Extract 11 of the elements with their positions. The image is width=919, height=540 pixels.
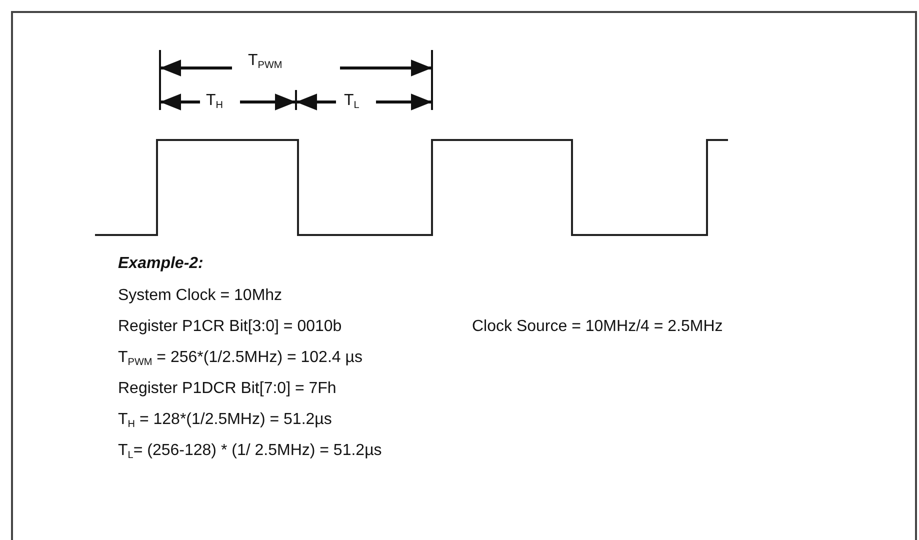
formula-text: Register P1CR Bit[3:0] = 0010b (118, 317, 342, 337)
formula-text: T$_{PWM}$ = 256*(1/2.5MHz) = 102.4 µs (118, 348, 362, 368)
dimension-label: T$_{L}$ (344, 91, 360, 111)
dimension-label: T$_{PWM}$ (248, 51, 282, 71)
formula-text: T$_{L}$= (256-128) * (1/ 2.5MHz) = 51.2µs (118, 441, 382, 461)
formula-text: T$_{H}$ = 128*(1/2.5MHz) = 51.2µs (118, 410, 332, 430)
dimension-label: T$_{H}$ (206, 91, 224, 111)
formula-text: Register P1DCR Bit[7:0] = 7Fh (118, 379, 336, 399)
example-heading: Example-2: (118, 254, 204, 274)
formula-text: Clock Source = 10MHz/4 = 2.5MHz (472, 317, 723, 337)
formula-text: System Clock = 10Mhz (118, 286, 282, 306)
